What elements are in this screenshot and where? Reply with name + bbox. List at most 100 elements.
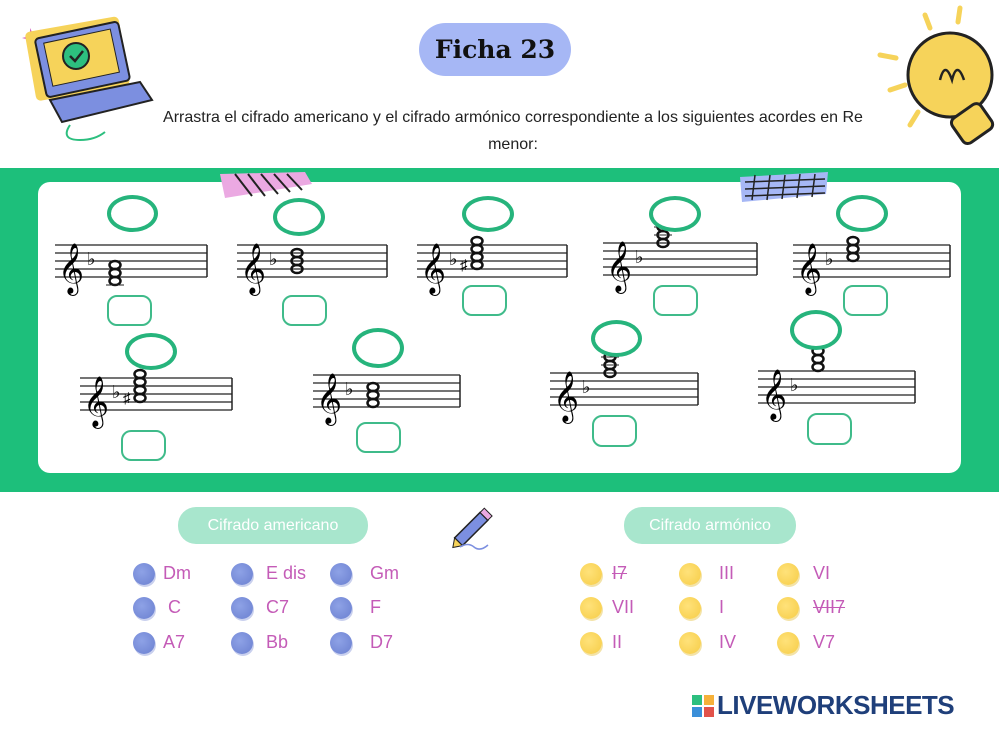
staff-chord-3: 𝄞♭♯ [417,235,568,296]
option-label: I [719,597,725,617]
treble-clef-icon: 𝄞 [761,369,787,422]
harmonic-drop-7[interactable] [356,422,401,453]
harmonic-drop-4[interactable] [653,285,698,316]
treble-clef-icon: 𝄞 [240,243,266,296]
option-label: IV [719,632,737,652]
option-dot-icon [231,632,253,654]
option-label: I7 [612,563,628,583]
option-label: III [719,563,735,583]
flat-icon: ♭ [449,249,458,270]
flat-icon: ♭ [87,249,96,270]
harmonic-drop-9[interactable] [807,413,852,445]
treble-clef-icon: 𝄞 [606,241,632,294]
flat-icon: ♭ [269,249,278,270]
flat-icon: ♭ [582,377,591,398]
instruction-text: Arrastra el cifrado americano y el cifra… [163,109,863,153]
staff-chord-2: 𝄞♭ [237,243,388,296]
staff-chord-1: 𝄞♭ [55,243,208,296]
liveworksheets-logo: LIVEWORKSHEETS [692,690,955,721]
flat-icon: ♭ [825,249,834,270]
option-dot-icon [580,563,602,585]
option-dot-icon [133,563,155,585]
flat-icon: ♭ [635,247,644,268]
pencil-icon [452,507,493,550]
american-drop-4[interactable] [649,196,701,232]
treble-clef-icon: 𝄞 [420,243,446,296]
harmonic-drop-1[interactable] [107,295,152,326]
whole-note [290,247,304,259]
treble-clef-icon: 𝄞 [796,243,822,296]
flat-icon: ♭ [790,375,799,396]
option-dot-icon [580,597,602,619]
option-label: C [168,597,181,617]
option-dot-icon [679,632,701,654]
option-dot-icon [133,632,155,654]
lightbulb-icon [877,5,995,146]
option-label: D7 [370,632,394,652]
staff-chord-4: 𝄞♭ [603,221,758,294]
option-dot-icon [679,597,701,619]
sharp-icon: ♯ [123,390,131,407]
treble-clef-icon: 𝄞 [553,371,579,424]
american-drop-6[interactable] [125,333,177,370]
option-label: Gm [370,563,399,583]
option-dot-icon [679,563,701,585]
option-dot-icon [330,597,352,619]
laptop-icon [22,16,154,142]
option-label: VII [612,597,635,617]
option-dot-icon [777,597,799,619]
american-drop-7[interactable] [352,328,404,368]
american-heading: Cifrado americano [178,507,368,544]
tape-decoration [740,172,828,202]
option-label: C7 [266,597,290,617]
option-dot-icon [231,563,253,585]
staff-chord-7: 𝄞♭ [313,373,461,426]
american-drop-2[interactable] [273,198,325,236]
option-label: Dm [163,563,191,583]
flat-icon: ♭ [112,382,121,403]
whole-note [366,381,380,393]
option-label: VI [813,563,831,583]
option-label: E dis [266,563,307,583]
treble-clef-icon: 𝄞 [83,376,109,429]
option-dot-icon [231,597,253,619]
option-dot-icon [330,632,352,654]
option-dot-icon [330,563,352,585]
tape-decoration [220,172,312,198]
logo-text: LIVEWORKSHEETS [717,690,955,720]
option-label: II [612,632,623,652]
option-dot-icon [777,632,799,654]
option-label: A7 [163,632,186,652]
whole-note [108,259,122,271]
option-dot-icon [777,563,799,585]
american-drop-3[interactable] [462,196,514,232]
harmonic-drop-5[interactable] [843,285,888,316]
staves: 𝄞♭𝄞♭𝄞♭♯𝄞♭𝄞♭𝄞♭♯𝄞♭𝄞♭𝄞♭ [55,221,951,429]
harmonic-heading: Cifrado armónico [624,507,796,544]
whole-note [133,368,147,380]
sharp-icon: ♯ [460,257,468,274]
american-drop-9[interactable] [790,310,842,350]
harmonic-drop-3[interactable] [462,285,507,316]
option-label: Bb [266,632,289,652]
american-drop-5[interactable] [836,195,888,232]
american-drop-1[interactable] [107,195,158,232]
treble-clef-icon: 𝄞 [316,373,342,426]
whole-note [470,235,484,247]
staff-chord-5: 𝄞♭ [793,235,951,296]
american-drop-8[interactable] [591,320,642,357]
option-label: VII7 [813,597,846,617]
staff-chord-9: 𝄞♭ [758,345,916,422]
whole-note [846,235,860,247]
option-label: V7 [813,632,836,652]
treble-clef-icon: 𝄞 [58,243,84,296]
option-label: F [370,597,381,617]
staff-chord-8: 𝄞♭ [550,351,699,424]
option-dot-icon [133,597,155,619]
harmonic-drop-6[interactable] [121,430,166,461]
staff-chord-6: 𝄞♭♯ [80,368,233,429]
flat-icon: ♭ [345,379,354,400]
option-dot-icon [580,632,602,654]
harmonic-drop-2[interactable] [282,295,327,326]
harmonic-drop-8[interactable] [592,415,637,447]
